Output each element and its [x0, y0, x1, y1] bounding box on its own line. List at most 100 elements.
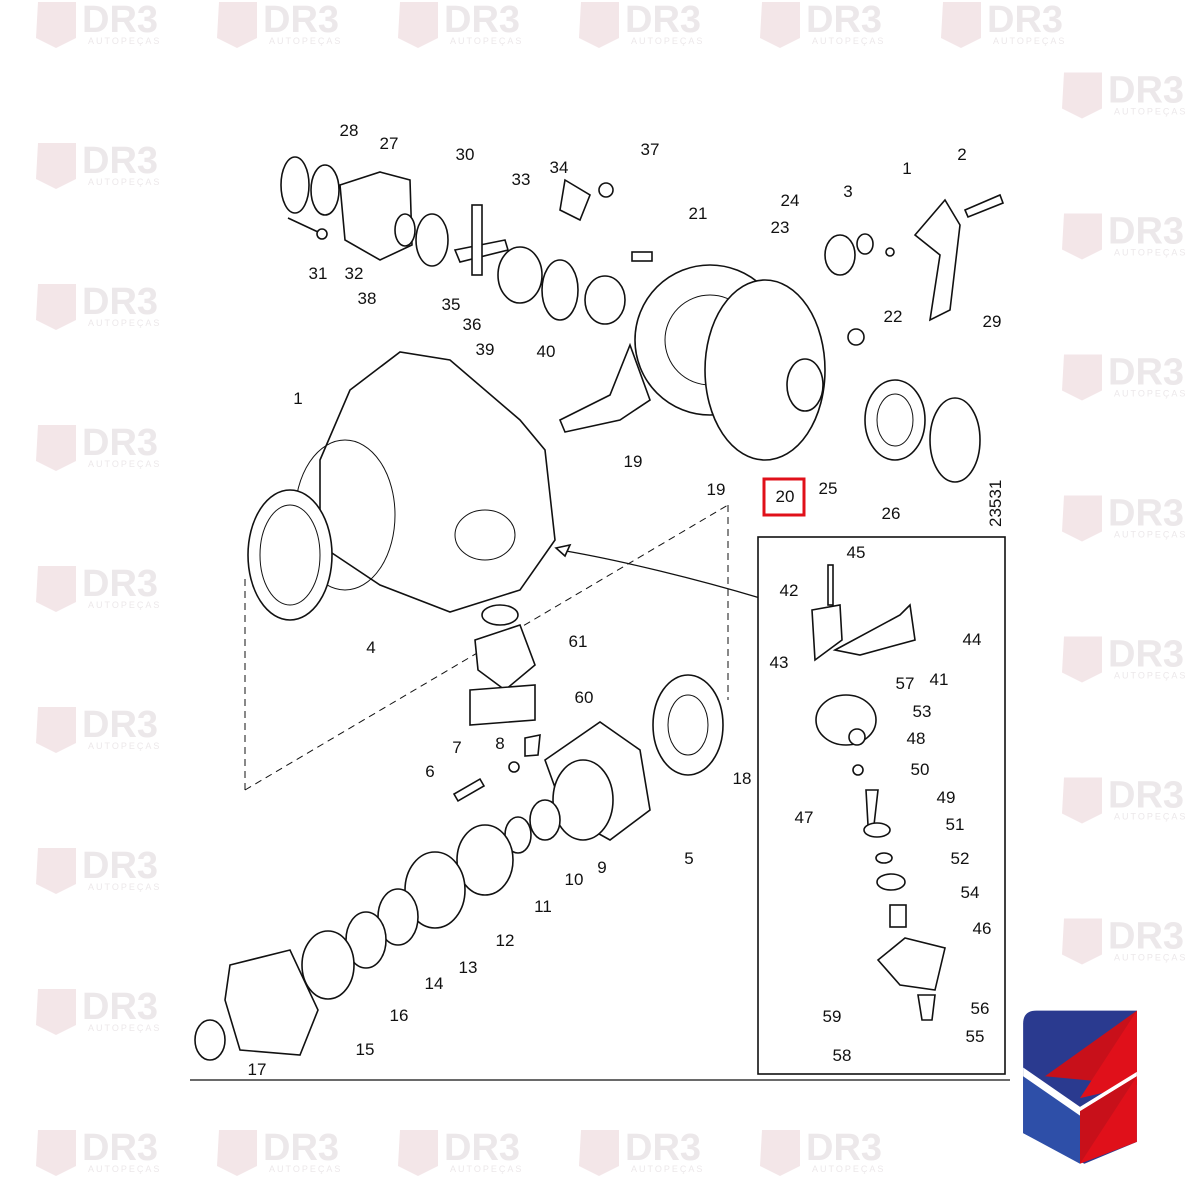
- axle-housing: [244, 351, 729, 791]
- svg-text:DR3: DR3: [625, 1127, 701, 1169]
- callout-29: 29: [983, 312, 1002, 331]
- callout-46: 46: [973, 919, 992, 938]
- svg-text:AUTOPEÇAS: AUTOPEÇAS: [1114, 248, 1187, 258]
- svg-text:DR3: DR3: [987, 0, 1063, 41]
- callout-18: 18: [733, 769, 752, 788]
- inset-box-parts: [757, 536, 1006, 1075]
- callout-2: 2: [957, 145, 966, 164]
- callout-10: 10: [565, 870, 584, 889]
- callout-51: 51: [946, 815, 965, 834]
- callout-44: 44: [963, 630, 982, 649]
- svg-text:AUTOPEÇAS: AUTOPEÇAS: [993, 36, 1066, 46]
- svg-text:AUTOPEÇAS: AUTOPEÇAS: [1114, 953, 1187, 963]
- callout-25: 25: [819, 479, 838, 498]
- svg-text:DR3: DR3: [263, 0, 339, 41]
- svg-text:AUTOPEÇAS: AUTOPEÇAS: [631, 1164, 704, 1174]
- callout-4: 4: [366, 638, 375, 657]
- callout-41: 41: [930, 670, 949, 689]
- callout-9: 9: [597, 858, 606, 877]
- callout-31: 31: [309, 264, 328, 283]
- callout-52: 52: [951, 849, 970, 868]
- svg-text:DR3: DR3: [82, 422, 158, 464]
- svg-text:AUTOPEÇAS: AUTOPEÇAS: [1114, 812, 1187, 822]
- callout-16: 16: [390, 1006, 409, 1025]
- callout-33: 33: [512, 170, 531, 189]
- callout-27: 27: [380, 134, 399, 153]
- callout-8: 8: [495, 734, 504, 753]
- pinion-parts: [194, 543, 761, 1061]
- svg-text:DR3: DR3: [82, 1127, 158, 1169]
- svg-text:DR3: DR3: [1108, 211, 1184, 253]
- svg-text:DR3: DR3: [82, 281, 158, 323]
- callout-22: 22: [884, 307, 903, 326]
- callout-40: 40: [537, 342, 556, 361]
- svg-text:AUTOPEÇAS: AUTOPEÇAS: [812, 1164, 885, 1174]
- svg-text:AUTOPEÇAS: AUTOPEÇAS: [88, 459, 161, 469]
- svg-text:AUTOPEÇAS: AUTOPEÇAS: [269, 36, 342, 46]
- callout-57: 57: [896, 674, 915, 693]
- svg-text:DR3: DR3: [806, 0, 882, 41]
- callout-55: 55: [966, 1027, 985, 1046]
- callout-1: 1: [902, 159, 911, 178]
- svg-text:AUTOPEÇAS: AUTOPEÇAS: [88, 1164, 161, 1174]
- callout-13: 13: [459, 958, 478, 977]
- callout-23: 23: [771, 218, 790, 237]
- callout-19: 19: [707, 480, 726, 499]
- callout-7: 7: [452, 738, 461, 757]
- callout-60: 60: [575, 688, 594, 707]
- svg-text:DR3: DR3: [1108, 493, 1184, 535]
- svg-text:AUTOPEÇAS: AUTOPEÇAS: [1114, 530, 1187, 540]
- svg-text:DR3: DR3: [82, 704, 158, 746]
- callout-43: 43: [770, 653, 789, 672]
- svg-text:DR3: DR3: [82, 563, 158, 605]
- svg-text:AUTOPEÇAS: AUTOPEÇAS: [450, 1164, 523, 1174]
- callout-47: 47: [795, 808, 814, 827]
- svg-text:DR3: DR3: [444, 1127, 520, 1169]
- callout-36: 36: [463, 315, 482, 334]
- dr3-logo: [1023, 1010, 1137, 1164]
- svg-text:AUTOPEÇAS: AUTOPEÇAS: [269, 1164, 342, 1174]
- callout-17: 17: [248, 1060, 267, 1079]
- svg-text:DR3: DR3: [1108, 352, 1184, 394]
- callout-39: 39: [476, 340, 495, 359]
- svg-text:DR3: DR3: [1108, 70, 1184, 112]
- svg-text:AUTOPEÇAS: AUTOPEÇAS: [1114, 107, 1187, 117]
- callout-35: 35: [442, 295, 461, 314]
- svg-text:AUTOPEÇAS: AUTOPEÇAS: [88, 882, 161, 892]
- callout-49: 49: [937, 788, 956, 807]
- svg-text:DR3: DR3: [82, 0, 158, 41]
- svg-text:AUTOPEÇAS: AUTOPEÇAS: [88, 741, 161, 751]
- highlight-box: [762, 477, 806, 517]
- callout-54: 54: [961, 883, 980, 902]
- callout-21: 21: [689, 204, 708, 223]
- callout-20: 20: [776, 487, 795, 506]
- callout-3: 3: [843, 182, 852, 201]
- svg-text:DR3: DR3: [625, 0, 701, 41]
- callout-34: 34: [550, 158, 569, 177]
- svg-text:DR3: DR3: [82, 986, 158, 1028]
- svg-text:DR3: DR3: [82, 845, 158, 887]
- svg-text:AUTOPEÇAS: AUTOPEÇAS: [88, 1023, 161, 1033]
- callout-6: 6: [425, 762, 434, 781]
- svg-text:DR3: DR3: [1108, 775, 1184, 817]
- callout-5: 5: [684, 849, 693, 868]
